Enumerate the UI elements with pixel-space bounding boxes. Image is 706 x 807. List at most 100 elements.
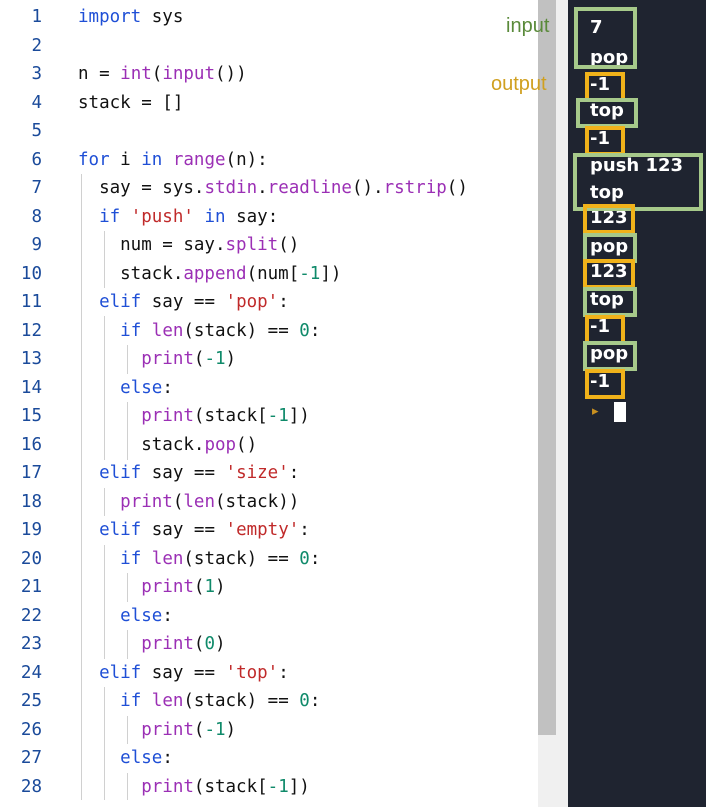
line-number: 12 <box>20 320 42 341</box>
code-token: split <box>225 235 279 255</box>
output-highlight-box <box>583 204 635 234</box>
code-line[interactable]: 23 print(0) <box>0 630 538 658</box>
code-token: stack. <box>78 434 205 455</box>
code-token: 'pop' <box>225 292 279 312</box>
code-token: import <box>78 7 142 27</box>
code-token: print <box>141 349 194 369</box>
code-line[interactable]: 5 <box>0 117 538 145</box>
code-text: elif say == 'pop': <box>78 288 289 316</box>
code-token <box>194 207 205 227</box>
line-number: 5 <box>31 121 42 141</box>
code-line[interactable]: 15 print(stack[-1]) <box>0 402 538 430</box>
code-line[interactable]: 24 elif say == 'top': <box>0 659 538 687</box>
terminal-input-line: top <box>590 182 624 203</box>
code-token: ( <box>193 577 205 597</box>
code-line[interactable]: 7 say = sys.stdin.readline().rstrip() <box>0 174 538 202</box>
indent-guide <box>127 630 128 659</box>
code-token: stack = [] <box>78 92 184 113</box>
code-token: (stack) == <box>183 548 300 569</box>
code-line[interactable]: 25 if len(stack) == 0: <box>0 687 538 715</box>
editor-scrollbar-thumb[interactable] <box>538 0 556 735</box>
code-line[interactable]: 18 print(len(stack)) <box>0 488 538 516</box>
code-text: else: <box>78 744 173 772</box>
code-token: : <box>278 662 289 683</box>
code-text: elif say == 'empty': <box>78 516 310 544</box>
code-token: len <box>151 691 184 711</box>
indent-guide <box>104 687 105 800</box>
terminal-input-line: pop <box>590 236 629 257</box>
code-token: : <box>309 548 321 569</box>
code-line[interactable]: 26 print(-1) <box>0 716 538 744</box>
indent-guide <box>104 316 105 460</box>
indent-guide <box>127 345 128 374</box>
code-token: ) <box>225 349 237 369</box>
code-token: rstrip <box>383 178 447 198</box>
code-token: : <box>288 463 300 483</box>
code-line[interactable]: 20 if len(stack) == 0: <box>0 545 538 573</box>
line-number: 3 <box>31 64 42 84</box>
code-token: (n): <box>225 149 268 170</box>
code-token <box>141 321 152 341</box>
code-token: . <box>257 178 268 198</box>
code-token: print <box>141 776 194 797</box>
line-number: 8 <box>31 206 42 227</box>
code-line[interactable]: 9 num = say.split() <box>0 231 538 259</box>
code-line[interactable]: 10 stack.append(num[-1]) <box>0 260 538 288</box>
code-line[interactable]: 13 print(-1) <box>0 345 538 373</box>
code-token: ()) <box>215 64 247 84</box>
code-token <box>78 406 141 426</box>
code-text: print(0) <box>78 630 225 658</box>
code-line[interactable]: 12 if len(stack) == 0: <box>0 317 538 345</box>
code-line[interactable]: 11 elif say == 'pop': <box>0 288 538 316</box>
code-line[interactable]: 14 else: <box>0 374 538 402</box>
code-text: import sys <box>78 3 183 31</box>
output-highlight-box <box>583 259 635 289</box>
terminal-cursor[interactable] <box>614 402 626 422</box>
code-text: print(stack[-1]) <box>78 402 310 430</box>
code-token <box>78 549 120 569</box>
line-number: 26 <box>20 719 42 740</box>
code-token: -1 <box>267 776 289 797</box>
code-token: ( <box>193 719 205 740</box>
code-line[interactable]: 19 elif say == 'empty': <box>0 516 538 544</box>
code-token: : <box>309 691 321 711</box>
code-token: stack. <box>78 263 184 284</box>
code-token <box>78 606 120 626</box>
code-line[interactable]: 17 elif say == 'size': <box>0 459 538 487</box>
input-highlight-box <box>574 7 637 69</box>
code-token: len <box>151 320 184 341</box>
line-number: 21 <box>20 577 42 597</box>
code-line[interactable]: 8 if 'push' in say: <box>0 203 538 231</box>
code-token: if <box>120 320 142 341</box>
line-number: 22 <box>20 605 42 626</box>
code-line[interactable]: 21 print(1) <box>0 573 538 601</box>
code-token: 'push' <box>130 206 194 227</box>
code-token: i <box>109 149 142 170</box>
code-line[interactable]: 22 else: <box>0 602 538 630</box>
code-token: say = sys. <box>78 178 205 198</box>
code-token: () <box>446 178 468 198</box>
code-token: ]) <box>288 406 310 426</box>
line-number: 6 <box>31 149 42 170</box>
code-token: elif <box>99 520 142 540</box>
input-annotation-label: input <box>506 15 550 37</box>
code-token <box>78 720 141 740</box>
code-line[interactable]: 27 else: <box>0 744 538 772</box>
code-token: say == <box>141 662 226 683</box>
terminal-panel[interactable] <box>568 0 706 807</box>
code-line[interactable]: 28 print(stack[-1]) <box>0 773 538 801</box>
terminal-input-line: pop <box>590 47 629 68</box>
code-token: : <box>278 292 289 312</box>
code-token: for <box>78 149 110 170</box>
code-line[interactable]: 2 <box>0 32 538 60</box>
prompt-chevron-icon: ▸ <box>592 404 599 419</box>
code-token: ( <box>151 64 163 84</box>
input-highlight-box <box>573 153 703 211</box>
code-token: len <box>151 548 184 569</box>
code-line[interactable]: 16 stack.pop() <box>0 431 538 459</box>
